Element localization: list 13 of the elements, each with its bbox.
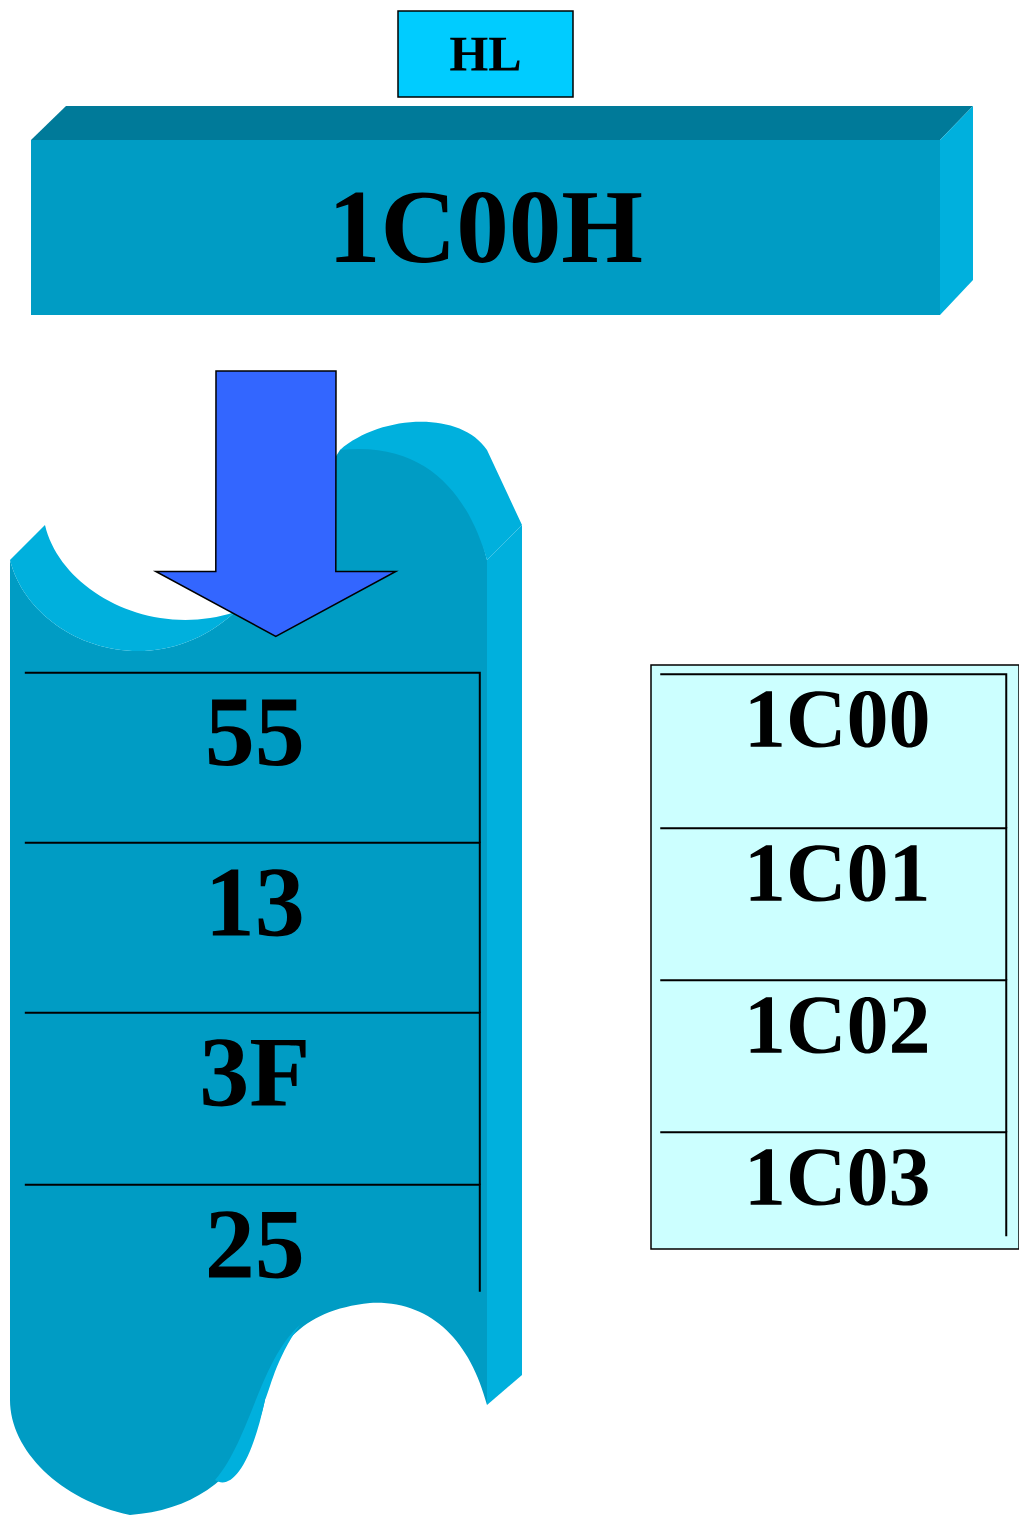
block-arrow <box>152 370 399 638</box>
address-cell: 1C02 <box>659 979 1008 1134</box>
memory-cell: 25 <box>23 1183 481 1293</box>
memory-cell: 13 <box>23 841 481 1014</box>
address-cell: 1C00 <box>659 673 1008 830</box>
memory-strip-drawing <box>10 421 522 1515</box>
memory-cell: 55 <box>23 671 481 844</box>
register-bar: 1C00H <box>31 106 973 315</box>
address-table <box>650 664 1019 1250</box>
address-cell: 1C03 <box>659 1131 1008 1238</box>
address-cell: 1C01 <box>659 827 1008 982</box>
register-label-box: HL <box>397 10 574 98</box>
memory-cell: 3F <box>23 1011 481 1186</box>
